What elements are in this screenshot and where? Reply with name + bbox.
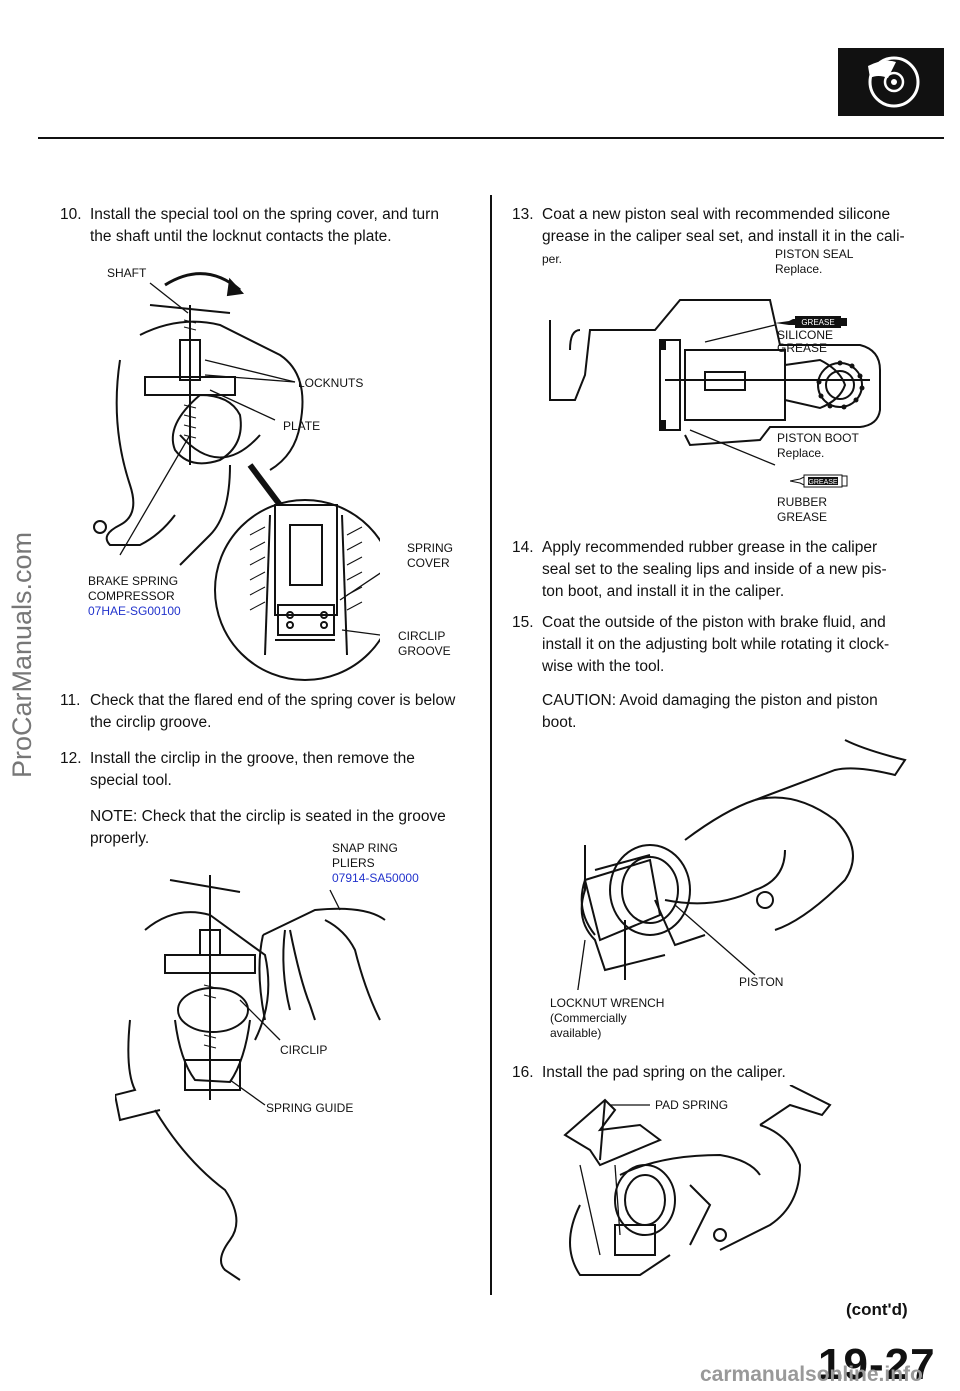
caution-15: CAUTION: Avoid damaging the piston and p… bbox=[542, 690, 932, 740]
step-11: 11. Check that the flared end of the spr… bbox=[60, 690, 470, 740]
step-13: 13. Coat a new piston seal with recommen… bbox=[512, 204, 932, 274]
step-text: Install the pad spring on the caliper. bbox=[542, 1064, 786, 1081]
step-number: 12. bbox=[60, 750, 82, 767]
step-text: the circlip groove. bbox=[90, 714, 212, 731]
spring-compressor-illustration bbox=[80, 265, 380, 685]
step-number: 14. bbox=[512, 539, 534, 556]
step-number: 16. bbox=[512, 1064, 534, 1081]
piston-install-illustration bbox=[555, 730, 925, 990]
label-shaft: SHAFT bbox=[107, 266, 147, 280]
label-silicone-grease-text: SILICONE bbox=[777, 328, 834, 342]
caution-text: CAUTION: Avoid damaging the piston and p… bbox=[542, 692, 878, 709]
step-text: Apply recommended rubber grease in the c… bbox=[542, 539, 878, 556]
continued-label: (cont'd) bbox=[846, 1300, 908, 1319]
step-10: 10. Install the special tool on the spri… bbox=[60, 204, 470, 254]
label-piston: PISTON bbox=[739, 975, 784, 989]
label-pad-spring: PAD SPRING bbox=[655, 1098, 729, 1112]
note-text: NOTE: Check that the circlip is seated i… bbox=[90, 808, 446, 825]
page-number: 19-27 bbox=[818, 1340, 936, 1389]
step-text: Install the circlip in the groove, then … bbox=[90, 750, 415, 767]
step-number: 13. bbox=[512, 206, 534, 223]
caution-text: boot. bbox=[542, 714, 577, 731]
caliper-section-illustration bbox=[540, 290, 895, 480]
part-number: 07914-SA50000 bbox=[332, 871, 419, 885]
watermark: ProCarManuals.com bbox=[7, 531, 37, 779]
note-text: properly. bbox=[90, 830, 150, 847]
label-silicone-grease-text-2: GREASE bbox=[777, 341, 828, 355]
snap-ring-pliers-illustration bbox=[115, 860, 395, 1285]
step-12: 12. Install the circlip in the groove, t… bbox=[60, 748, 470, 798]
silicone-grease-tube-icon: GREASE bbox=[775, 313, 850, 329]
step-number: 15. bbox=[512, 614, 534, 631]
step-text: per. bbox=[542, 252, 563, 266]
step-15: 15. Coat the outside of the piston with … bbox=[512, 612, 932, 682]
column-divider bbox=[490, 195, 492, 1295]
step-text: Check that the flared end of the spring … bbox=[90, 692, 456, 709]
step-text: special tool. bbox=[90, 772, 172, 789]
step-text: ton boot, and install it in the caliper. bbox=[542, 583, 785, 600]
svg-text:GREASE: GREASE bbox=[808, 479, 838, 486]
step-text: Coat the outside of the piston with brak… bbox=[542, 614, 886, 631]
label-spring-guide: SPRING GUIDE bbox=[266, 1101, 354, 1115]
step-16: 16. Install the pad spring on the calipe… bbox=[512, 1062, 932, 1086]
header-rule bbox=[38, 137, 944, 139]
site-watermark: carmanualsonline.info bbox=[700, 1363, 923, 1386]
note-12: NOTE: Check that the circlip is seated i… bbox=[90, 806, 470, 856]
pad-spring-illustration bbox=[560, 1085, 840, 1285]
step-text: seal set to the sealing lips and inside … bbox=[542, 561, 887, 578]
step-text: install it on the adjusting bolt while r… bbox=[542, 636, 890, 653]
part-number: 07HAE-SG00100 bbox=[88, 604, 181, 618]
step-14: 14. Apply recommended rubber grease in t… bbox=[512, 537, 932, 607]
label-circlip: CIRCLIP bbox=[280, 1043, 328, 1057]
step-number: 11. bbox=[60, 692, 81, 709]
step-text: Install the special tool on the spring c… bbox=[90, 206, 439, 223]
step-text: wise with the tool. bbox=[542, 658, 665, 675]
label-locknuts: LOCKNUTS bbox=[298, 376, 364, 390]
step-text: the shaft until the locknut contacts the… bbox=[90, 228, 392, 245]
step-text: Coat a new piston seal with recommended … bbox=[542, 206, 891, 223]
svg-text:GREASE: GREASE bbox=[801, 318, 834, 327]
step-text: grease in the caliper seal set, and inst… bbox=[542, 228, 905, 245]
rubber-grease-tube-icon: GREASE bbox=[789, 471, 850, 489]
step-number: 10. bbox=[60, 206, 82, 223]
label-plate: PLATE bbox=[283, 419, 321, 433]
brake-disc-icon bbox=[838, 48, 944, 116]
